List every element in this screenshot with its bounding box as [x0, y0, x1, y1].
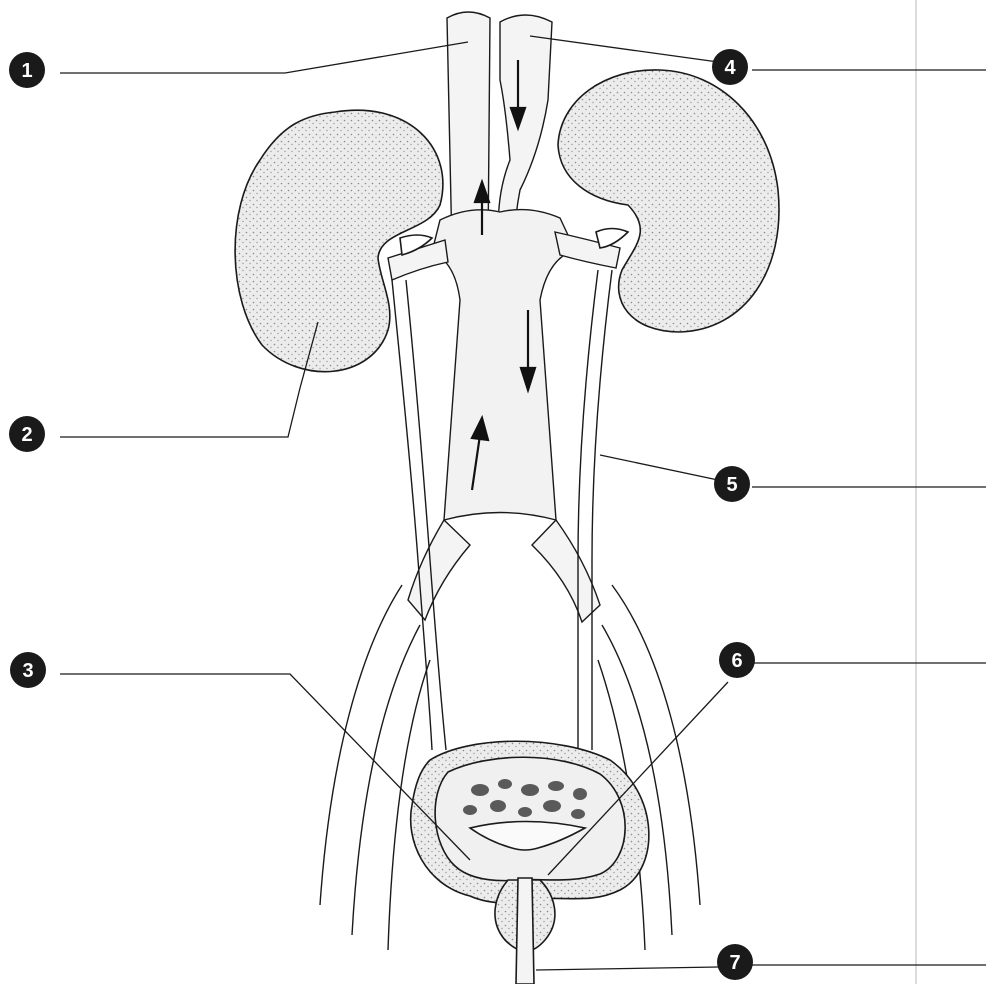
label-badge-3: 3	[10, 652, 46, 688]
label-badge-4: 4	[712, 49, 748, 85]
bladder	[411, 741, 649, 984]
label-3-text: 3	[22, 660, 33, 682]
vessel-trunk	[432, 210, 575, 520]
urethra	[516, 878, 534, 984]
label-badge-5: 5	[714, 466, 750, 502]
label-5-text: 5	[726, 474, 737, 496]
label-1-text: 1	[21, 60, 32, 82]
iliac-vessels	[408, 520, 470, 620]
label-2-text: 2	[21, 424, 32, 446]
left-ureter-inner	[406, 280, 446, 750]
right-kidney	[558, 70, 779, 332]
label-4-text: 4	[724, 57, 736, 79]
label-badge-1: 1	[9, 52, 45, 88]
label-6-text: 6	[731, 650, 742, 672]
leader-3	[60, 674, 470, 860]
leader-1	[60, 42, 468, 73]
label-badge-2: 2	[9, 416, 45, 452]
bladder-inner	[435, 757, 625, 880]
right-ureter-inner	[578, 270, 598, 750]
right-ureter-outer	[592, 270, 612, 750]
label-badge-7: 7	[717, 944, 753, 980]
label-badge-6: 6	[719, 642, 755, 678]
label-7-text: 7	[729, 952, 740, 974]
